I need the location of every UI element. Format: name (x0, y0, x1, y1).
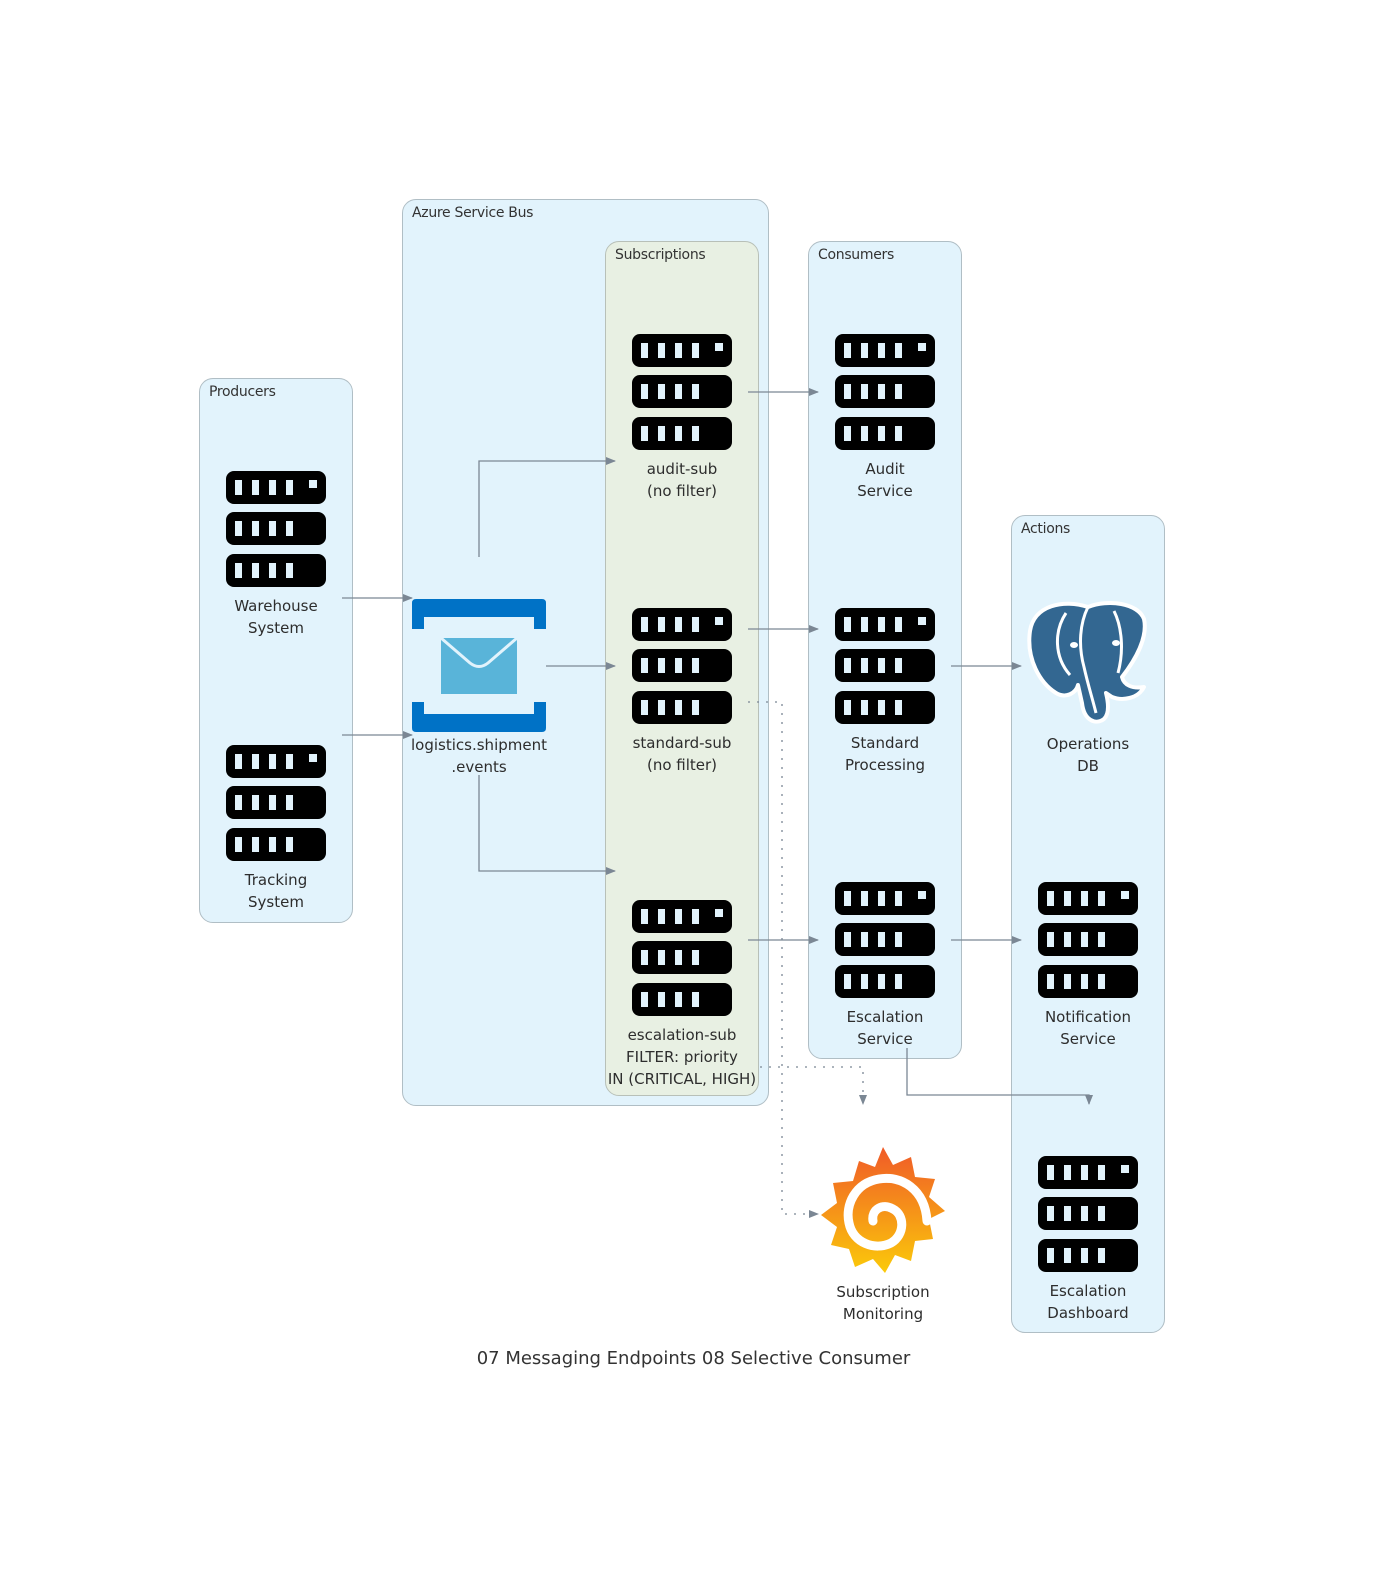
postgresql-icon (1008, 601, 1168, 731)
server-icon (582, 900, 782, 1020)
node-standard-processing[interactable]: Standard Processing (805, 608, 965, 776)
cluster-label: Producers (209, 384, 276, 400)
node-label: Tracking System (244, 871, 308, 911)
node-operations-db[interactable]: Operations DB (1008, 601, 1168, 777)
edge-standard-sub-to-monitoring (748, 701, 819, 1218)
edge-escalation-sub-to-monitoring (760, 1066, 867, 1105)
server-icon (805, 608, 965, 728)
node-label: Subscription Monitoring (836, 1283, 930, 1323)
cluster-label: Actions (1021, 521, 1071, 537)
cluster-label: Azure Service Bus (412, 205, 534, 221)
node-label: Escalation Service (846, 1008, 924, 1048)
node-audit-service[interactable]: Audit Service (805, 334, 965, 502)
edge-topic-to-audit-sub (478, 457, 616, 557)
node-label: Operations DB (1046, 735, 1130, 775)
node-escalation-sub[interactable]: escalation-sub FILTER: priority IN (CRIT… (582, 900, 782, 1090)
node-label: logistics.shipment .events (411, 736, 547, 776)
edge-escalation-service-to-dashboard (906, 1048, 1093, 1105)
server-icon (196, 745, 356, 865)
node-escalation-service[interactable]: Escalation Service (805, 882, 965, 1050)
node-label: escalation-sub FILTER: priority IN (CRIT… (607, 1026, 757, 1088)
node-escalation-dashboard[interactable]: Escalation Dashboard (1008, 1156, 1168, 1324)
server-icon (1008, 882, 1168, 1002)
node-tracking-system[interactable]: Tracking System (196, 745, 356, 913)
node-label: Audit Service (857, 460, 913, 500)
server-icon (805, 334, 965, 454)
node-label: Standard Processing (844, 734, 926, 774)
cluster-label: Consumers (818, 247, 894, 263)
edge-topic-to-escalation-sub (478, 775, 616, 875)
node-label: audit-sub (no filter) (646, 460, 718, 500)
node-audit-sub[interactable]: audit-sub (no filter) (602, 334, 762, 502)
grafana-icon (803, 1145, 963, 1285)
node-label: Notification Service (1044, 1008, 1132, 1048)
node-label: standard-sub (no filter) (632, 734, 732, 774)
diagram-title: 07 Messaging Endpoints 08 Selective Cons… (476, 1348, 911, 1369)
server-icon (602, 334, 762, 454)
server-icon (1008, 1156, 1168, 1276)
node-label: Escalation Dashboard (1047, 1282, 1129, 1322)
node-subscription-monitoring[interactable]: Subscription Monitoring (803, 1145, 963, 1325)
server-icon (196, 471, 356, 591)
node-topic-logistics-shipment-events[interactable]: logistics.shipment .events (399, 599, 559, 778)
azure-service-bus-icon (399, 599, 559, 736)
node-notification-service[interactable]: Notification Service (1008, 882, 1168, 1050)
node-label: Warehouse System (234, 597, 318, 637)
node-warehouse-system[interactable]: Warehouse System (196, 471, 356, 639)
cluster-label: Subscriptions (615, 247, 706, 263)
server-icon (805, 882, 965, 1002)
server-icon (602, 608, 762, 728)
node-standard-sub[interactable]: standard-sub (no filter) (602, 608, 762, 776)
